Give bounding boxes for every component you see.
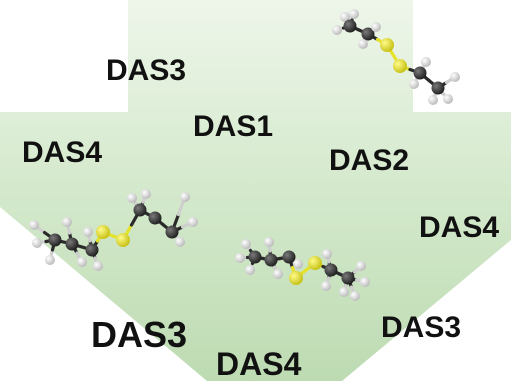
molecule-layer <box>29 9 460 301</box>
hydrogen-atom <box>62 217 72 227</box>
label-das3-bottom-right: DAS3 <box>381 311 462 344</box>
carbon-atom <box>133 203 147 217</box>
hydrogen-atom <box>322 249 332 259</box>
hydrogen-atom <box>241 239 251 249</box>
label-das4-right: DAS4 <box>419 211 500 244</box>
hydrogen-atom <box>293 259 303 269</box>
hydrogen-atom <box>245 265 255 275</box>
hydrogen-atom <box>371 22 381 32</box>
carbon-atom <box>65 237 79 251</box>
hydrogen-atom <box>428 95 438 105</box>
sulfur-atom <box>116 233 130 247</box>
hydrogen-atom <box>332 25 342 35</box>
carbon-atom <box>48 233 62 247</box>
hydrogen-atom <box>360 277 370 287</box>
diethyl-disulfide-molecule-icon <box>235 237 370 301</box>
sulfur-atom <box>96 225 110 239</box>
carbon-atom <box>324 263 338 277</box>
hydrogen-atom <box>450 72 460 82</box>
hydrogen-atom <box>356 261 366 271</box>
hydrogen-atom <box>32 238 42 248</box>
carbon-atom <box>431 81 445 95</box>
carbon-atom <box>413 66 427 80</box>
hydrogen-atom <box>340 12 350 22</box>
sulfur-atom <box>393 59 407 73</box>
hydrogen-atom <box>264 237 274 247</box>
hydrogen-atom <box>349 9 359 19</box>
hydrogen-atom <box>443 94 453 104</box>
diethyl-disulfide-molecule-icon <box>332 9 460 105</box>
hydrogen-atom <box>273 269 283 279</box>
sulfur-atom <box>289 271 303 285</box>
hydrogen-atom <box>83 227 93 237</box>
hydrogen-atom <box>45 255 55 265</box>
label-das3-top: DAS3 <box>106 54 187 87</box>
label-das4-left: DAS4 <box>22 136 103 169</box>
carbon-atom <box>148 211 162 225</box>
sulfur-atom <box>380 38 394 52</box>
diethyl-disulfide-molecule-icon <box>29 189 198 271</box>
carbon-atom <box>85 243 99 257</box>
hydrogen-atom <box>421 57 431 67</box>
hydrogen-atom <box>409 79 419 89</box>
hydrogen-atom <box>93 261 103 271</box>
hydrogen-atom <box>29 220 39 230</box>
carbon-atom <box>361 27 375 41</box>
hydrogen-atom <box>235 253 245 263</box>
carbon-atom <box>341 271 355 285</box>
label-das1: DAS1 <box>193 110 274 143</box>
hydrogen-atom <box>127 193 137 203</box>
label-das4-bottom: DAS4 <box>216 346 302 382</box>
label-das2: DAS2 <box>329 144 410 177</box>
hydrogen-atom <box>350 291 360 301</box>
hydrogen-atom <box>180 192 190 202</box>
hydrogen-atom <box>339 287 349 297</box>
hydrogen-atom <box>358 39 368 49</box>
hydrogen-atom <box>175 237 185 247</box>
carbon-atom <box>264 253 278 267</box>
carbon-atom <box>282 250 296 264</box>
hydrogen-atom <box>141 189 151 199</box>
carbon-atom <box>165 225 179 239</box>
hydrogen-atom <box>321 281 331 291</box>
hydrogen-atom <box>188 217 198 227</box>
carbon-atom <box>343 19 357 33</box>
label-das3-bottom-left: DAS3 <box>91 314 188 355</box>
hydrogen-atom <box>77 257 87 267</box>
carbon-atom <box>248 250 262 264</box>
sulfur-atom <box>308 256 322 270</box>
